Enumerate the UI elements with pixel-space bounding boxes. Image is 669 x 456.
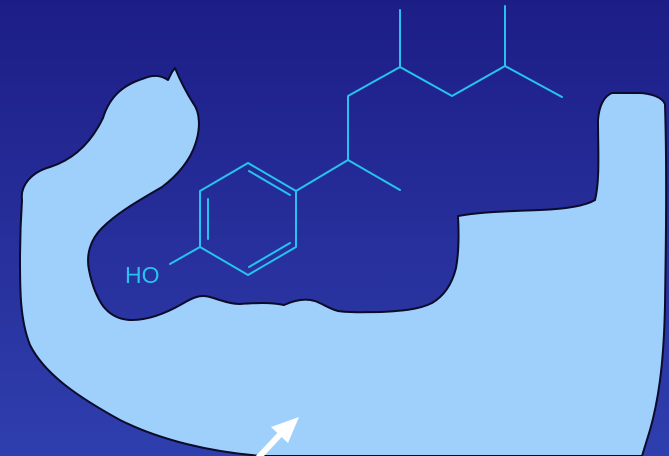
hydroxyl-label: HO [125,262,160,288]
hydroxyl-bond [169,246,201,265]
methyl-branch [347,159,401,191]
receptor-pocket [19,67,668,456]
ring-double-bond [248,170,291,196]
ring-double-bond [248,242,291,268]
molecule-structure [169,5,563,276]
white-arrow-icon [255,417,299,456]
